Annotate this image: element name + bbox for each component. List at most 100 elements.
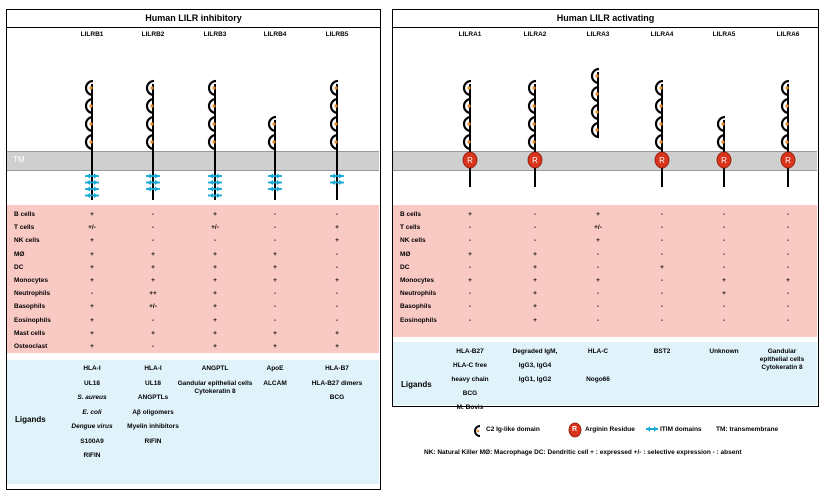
- expression-value: -: [335, 303, 339, 311]
- expression-value: -: [151, 316, 155, 324]
- legend-c2: C2 Ig-like domain: [486, 426, 540, 433]
- expression-value: -: [335, 250, 339, 258]
- expression-value: -: [273, 237, 277, 245]
- c2-domain-dot: [334, 140, 338, 144]
- itim-arrow: [269, 173, 281, 179]
- c2-domain-dot: [721, 122, 725, 126]
- expression-value: +: [596, 237, 600, 245]
- c2-domain-dot: [334, 122, 338, 126]
- ligand: IgG1, IgG2: [518, 376, 552, 383]
- expression-value: -: [786, 316, 790, 324]
- expression-value: -: [468, 316, 472, 324]
- c2-domain: [207, 79, 217, 97]
- ligands-heading: Ligands: [401, 380, 432, 389]
- ligand: S100A9: [80, 437, 104, 445]
- c2-domain-dot: [89, 122, 93, 126]
- expression-value: +: [533, 303, 537, 311]
- c2-domain-dot: [212, 122, 216, 126]
- ligand: HLA-B7: [325, 365, 349, 372]
- c2-domain: [145, 79, 155, 97]
- expression-value: +: [90, 303, 94, 311]
- c2-domain: [780, 115, 790, 133]
- ligand: Nogo66: [586, 376, 610, 383]
- ligands-table: [393, 342, 817, 405]
- expression-value: -: [151, 237, 155, 245]
- c2-domain: [590, 67, 600, 85]
- ligand: Aβ oligomers: [132, 408, 174, 416]
- c2-domain: [654, 133, 664, 151]
- ligand: Gandular epithelial cells Cytokeratin 8: [759, 348, 805, 371]
- expression-value: -: [533, 211, 537, 218]
- c2-domain-dot: [467, 140, 471, 144]
- c2-domain: [462, 97, 472, 115]
- receptor-name: LILRB4: [263, 31, 287, 38]
- c2-domain-dot: [785, 122, 789, 126]
- inhibitory-title: Human LILR inhibitory: [145, 13, 242, 23]
- arginine-residue: [654, 151, 670, 169]
- ligand: BST2: [653, 348, 671, 355]
- legend-tm: TM: transmembrane: [716, 426, 779, 433]
- expression-value: +: [273, 329, 277, 337]
- itim-arrow: [147, 180, 159, 185]
- cell-type-label: MØ: [14, 250, 25, 258]
- c2-domain: [654, 79, 664, 97]
- itim-arrow: [331, 173, 343, 179]
- expression-value: -: [722, 250, 726, 258]
- c2-domain-dot: [89, 140, 93, 144]
- expression-value: -: [213, 237, 217, 245]
- expression-value: +: [90, 343, 94, 350]
- expression-value: +: [273, 250, 277, 258]
- ligand: ApoE: [266, 365, 284, 372]
- ligand: RIFIN: [144, 437, 162, 445]
- expression-value: -: [533, 237, 537, 245]
- ligand: ANGPTL: [201, 365, 229, 372]
- itim-arrow: [209, 193, 221, 198]
- expression-value: -: [596, 316, 600, 324]
- cell-type-label: T cells: [400, 224, 421, 232]
- c2-domain-dot: [595, 92, 599, 96]
- c2-domain: [780, 79, 790, 97]
- ligand: E. coli: [82, 408, 102, 416]
- c2-domain-dot: [595, 128, 599, 132]
- expression-value: +: [273, 343, 277, 350]
- expression-value: +: [335, 224, 339, 232]
- c2-domain-dot: [150, 86, 154, 90]
- arginine-label: R: [721, 156, 727, 165]
- ligand: BCG: [329, 394, 345, 401]
- expression-value: -: [273, 316, 277, 324]
- expression-value: -: [786, 290, 790, 298]
- c2-domain: [462, 133, 472, 151]
- c2-domain: [527, 97, 537, 115]
- expression-value: -: [660, 316, 664, 324]
- c2-domain-dot: [150, 104, 154, 108]
- expression-value: +: [151, 329, 155, 337]
- expression-value: +: [151, 263, 155, 271]
- c2-domain-dot: [659, 104, 663, 108]
- c2-domain: [207, 115, 217, 133]
- expression-value: -: [660, 290, 664, 298]
- expression-value: -: [722, 224, 726, 232]
- expression-value: +/-: [149, 303, 157, 311]
- expression-value: +: [722, 277, 726, 284]
- expression-value: -: [722, 237, 726, 245]
- c2-domain-dot: [595, 74, 599, 78]
- expression-value: +: [273, 263, 277, 271]
- expression-value: +: [335, 277, 339, 284]
- c2-domain: [716, 115, 726, 133]
- ligand: RIFIN: [83, 452, 101, 459]
- activating-panel: Human LILR activating Ligands: [392, 9, 819, 407]
- expression-value: +: [533, 263, 537, 271]
- arginine-residue: [780, 151, 796, 169]
- c2-domain: [84, 79, 94, 97]
- c2-domain: [329, 115, 339, 133]
- ligand: HLA-B27 dimers: [311, 379, 363, 387]
- expression-value: +: [213, 329, 217, 337]
- expression-value: +: [335, 343, 339, 350]
- itim-arrow: [209, 186, 221, 192]
- ligand: IgG3, IgG4: [518, 362, 552, 369]
- c2-domain: [84, 115, 94, 133]
- receptor-name: LILRA6: [776, 31, 800, 38]
- c2-domain: [590, 121, 600, 139]
- legend-arg: Arginin Residue: [585, 426, 635, 433]
